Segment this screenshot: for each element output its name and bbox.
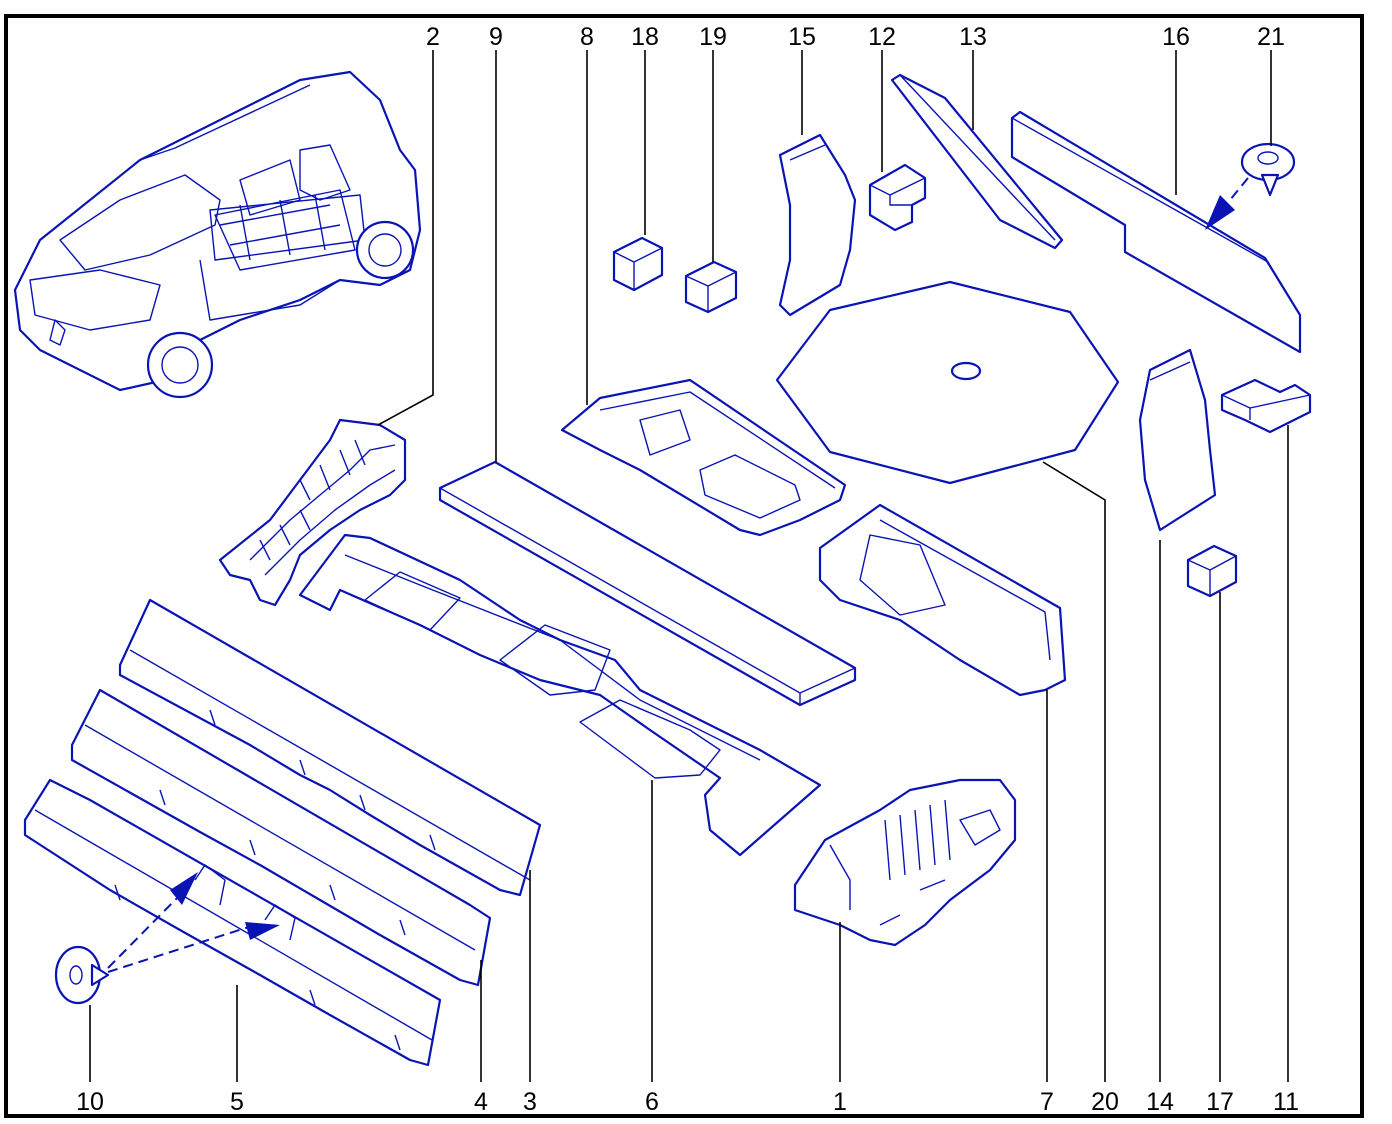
part-label: 15 (788, 23, 816, 51)
part-label: 13 (959, 23, 987, 51)
part-label: 5 (230, 1088, 244, 1116)
part-21-clip (1205, 142, 1296, 230)
part-label: 9 (489, 23, 503, 51)
part-number-labels: 2 9 8 18 19 15 12 13 16 21 10 5 4 3 6 1 … (76, 23, 1299, 1116)
part-18-block (612, 236, 664, 292)
part-8-floor-panel (560, 378, 847, 537)
part-10-clip (54, 872, 280, 1005)
part-9-floor-strip (438, 460, 857, 707)
part-label: 1 (833, 1088, 847, 1116)
part-5-sill-panel (23, 778, 442, 1067)
part-16-rear-panel (1010, 110, 1302, 354)
part-6-center-tunnel-pad (298, 533, 822, 857)
part-label: 21 (1257, 23, 1285, 51)
part-label: 8 (580, 23, 594, 51)
part-11-corner-block (1220, 378, 1312, 434)
part-7-rear-floor-pad (818, 503, 1067, 697)
part-label: 18 (631, 23, 659, 51)
part-label: 14 (1146, 1088, 1174, 1116)
part-label: 6 (645, 1088, 659, 1116)
part-label: 4 (474, 1088, 488, 1116)
part-13-long-pad (890, 73, 1064, 250)
part-label: 7 (1040, 1088, 1054, 1116)
vehicle-illustration (13, 70, 422, 399)
part-14-side-pad (1138, 348, 1217, 532)
part-label: 2 (426, 23, 440, 51)
part-label: 20 (1091, 1088, 1119, 1116)
part-15-side-pad (778, 133, 857, 317)
part-label: 3 (523, 1088, 537, 1116)
part-3-sill-panel (118, 598, 542, 897)
diagram-border (4, 14, 1364, 1118)
part-1-wheel-arch-liner (793, 778, 1017, 947)
leader-lines (89, 50, 1289, 1082)
part-19-block (684, 260, 738, 314)
part-label: 12 (868, 23, 896, 51)
part-label: 17 (1206, 1088, 1234, 1116)
part-label: 19 (699, 23, 727, 51)
part-20-spare-wheel-mat (775, 280, 1120, 485)
part-label: 16 (1162, 23, 1190, 51)
part-4-sill-panel (70, 688, 492, 987)
part-17-block (1186, 544, 1238, 598)
part-12-corner-block (868, 163, 927, 232)
part-label: 11 (1273, 1088, 1299, 1116)
part-label: 10 (76, 1088, 104, 1116)
part-2-side-bracket (218, 418, 407, 607)
